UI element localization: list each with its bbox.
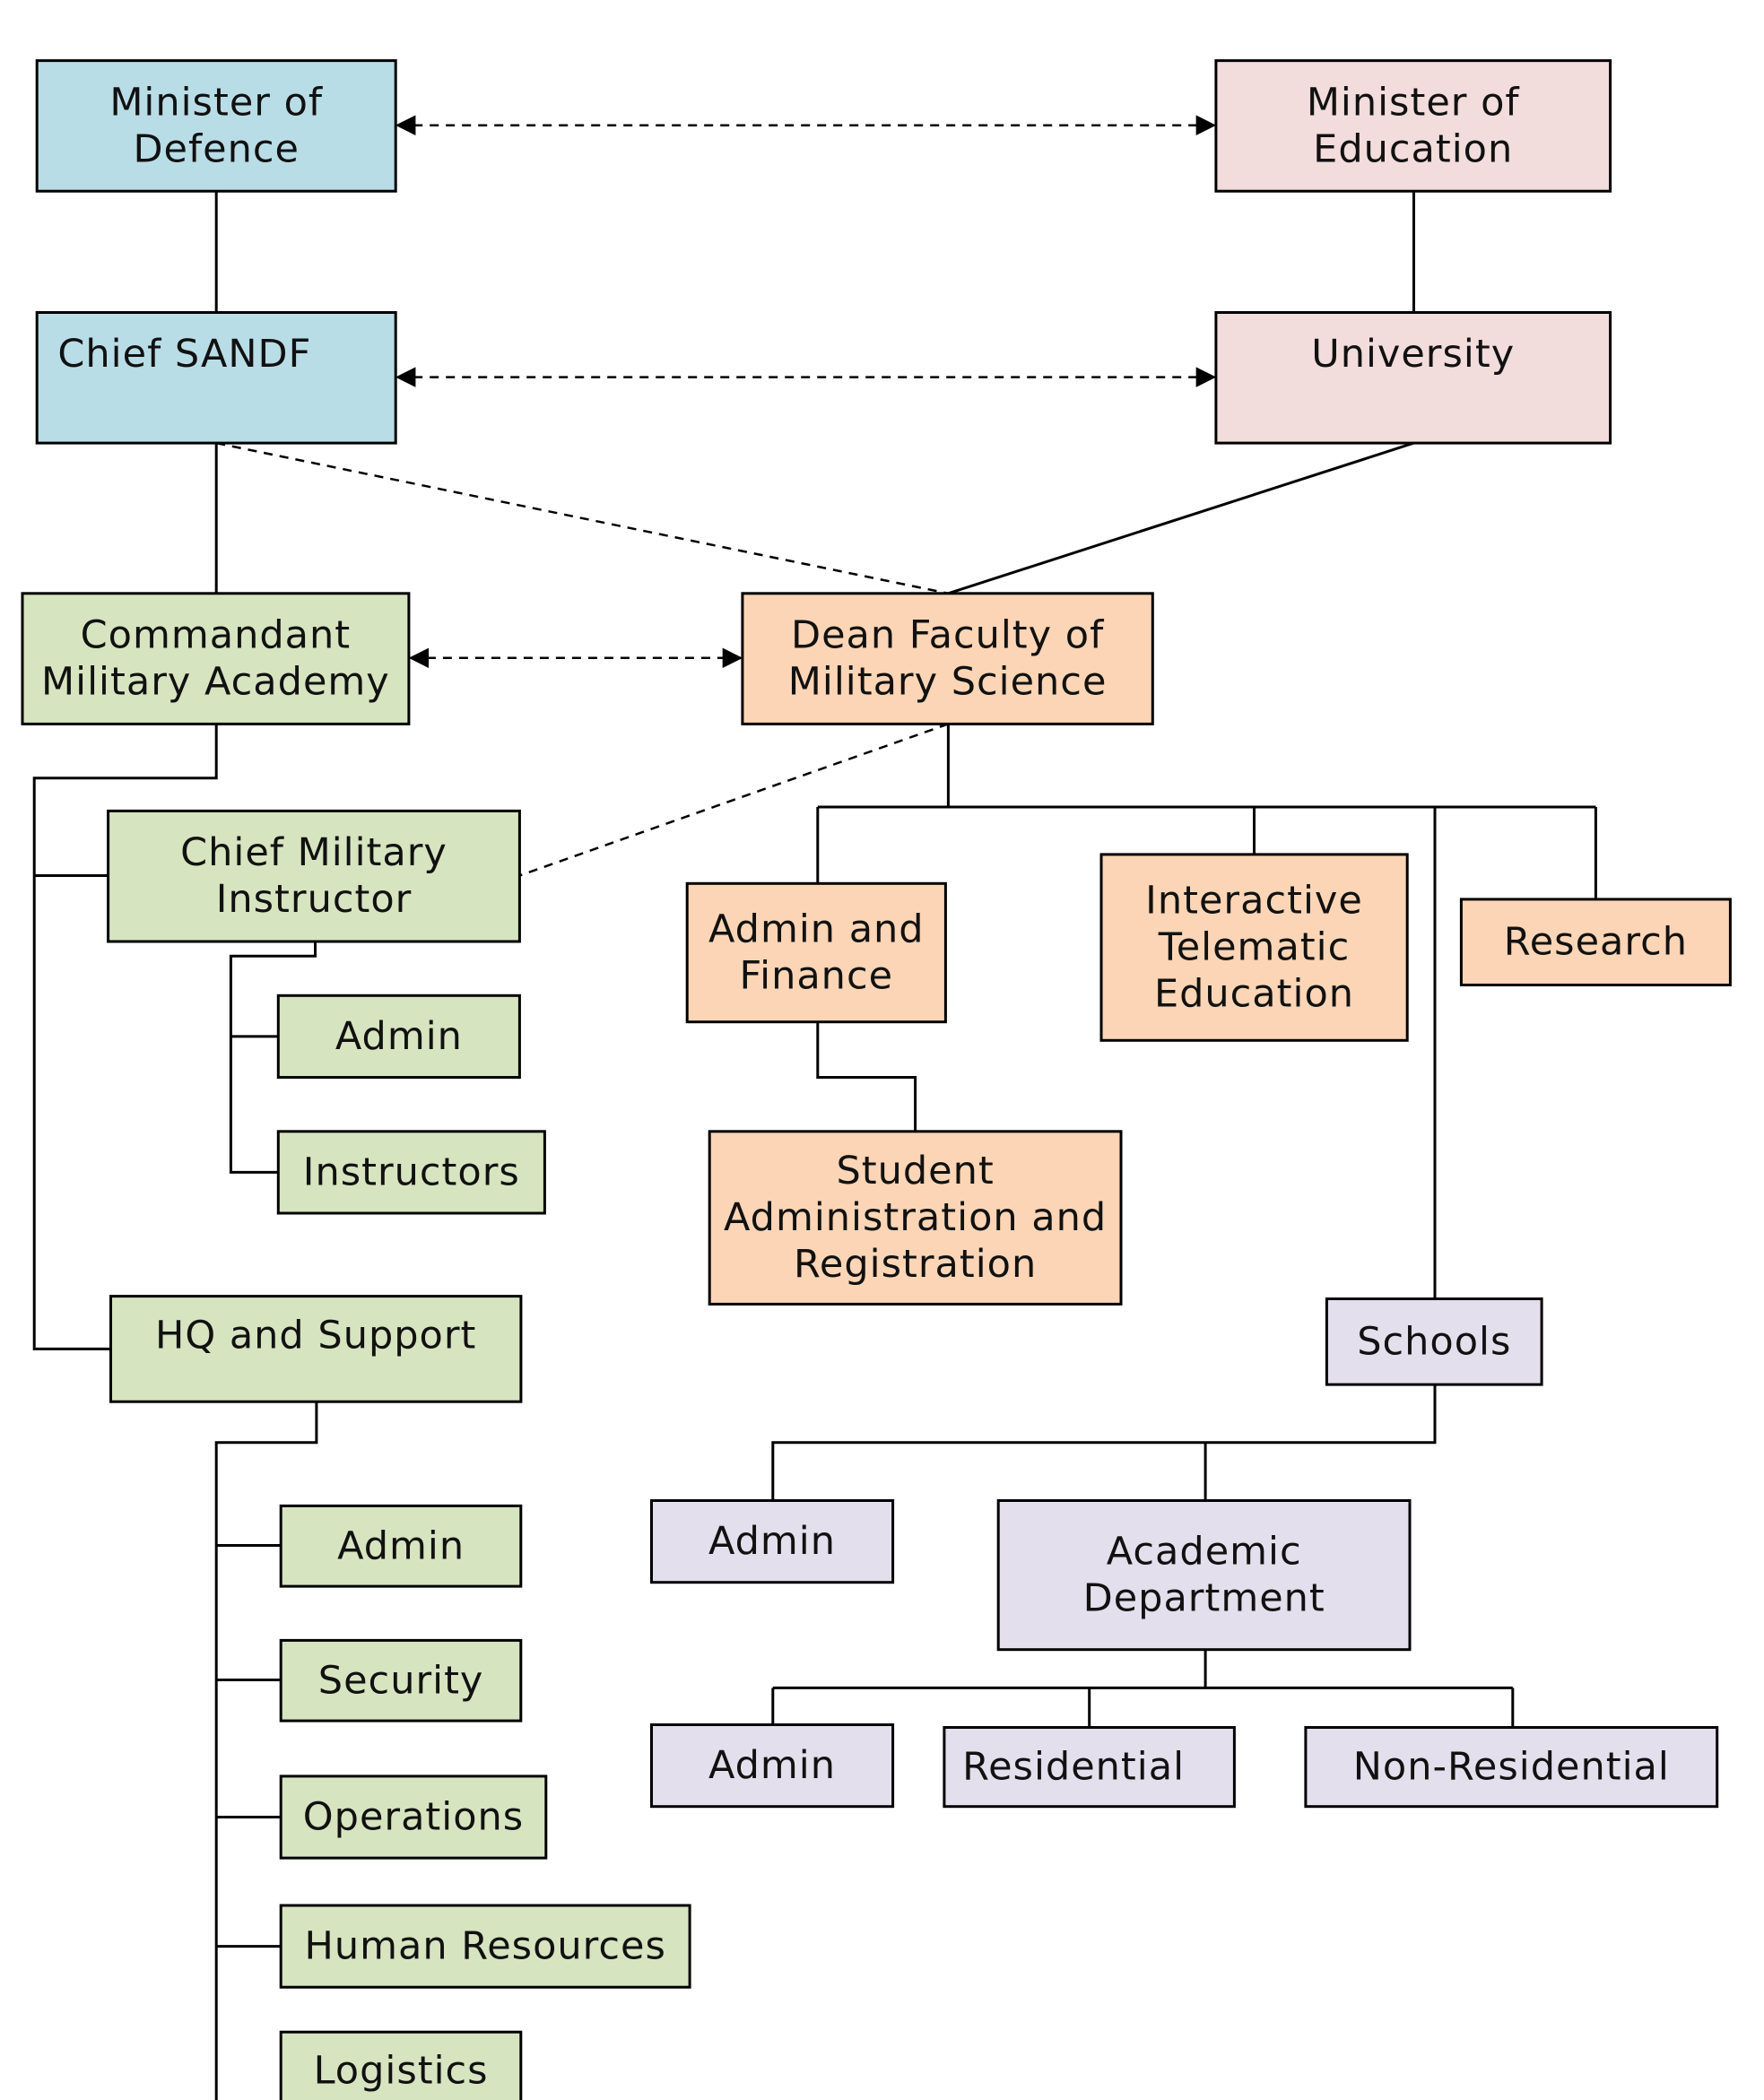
node-box [35,311,397,445]
node-box [1214,59,1612,193]
node-box [650,1723,895,1809]
node-box [1325,1297,1543,1386]
node-non-residential: Non-Residential [1304,1726,1719,1809]
node-label: Logistics [314,2049,489,2094]
node-box [650,1499,895,1584]
node-box [279,1904,691,1989]
node-schools-admin: Admin [650,1499,895,1584]
connectors [32,115,1597,2100]
node-security: Security [279,1638,523,1723]
node-residential: Residential [943,1726,1236,1809]
node-label: Security [318,1658,484,1703]
node-box [35,59,397,193]
node-label: Research [1504,920,1688,965]
node-box [279,1504,523,1588]
connector-line [816,1021,917,1132]
connector-line [771,1384,1437,1501]
node-box [741,592,1154,725]
node-box [1214,311,1612,445]
node-label: Admin [337,1523,465,1568]
node-chief-sandf: Chief SANDF [35,311,397,445]
node-hq-support: HQ and Support [109,1295,523,1403]
node-schools: Schools [1325,1297,1543,1386]
node-box [943,1726,1236,1809]
node-box [279,1775,548,1860]
node-academic-admin: Admin [650,1723,895,1809]
node-human-resources: Human Resources [279,1904,691,1989]
node-box [708,1130,1123,1306]
node-label: Admin [708,1743,836,1788]
node-box [276,994,521,1080]
node-research: Research [1459,898,1732,987]
node-cmi-admin: Admin [276,994,521,1080]
connector-line [214,1401,318,2100]
node-box [1459,898,1732,987]
node-box [109,1295,523,1403]
node-logistics: Logistics [279,2030,523,2100]
node-hq-admin: Admin [279,1504,523,1588]
node-instructors: Instructors [276,1130,546,1215]
node-university: University [1214,311,1612,445]
node-label: Schools [1357,1319,1511,1364]
node-box [107,809,521,943]
node-label: HQ and Support [155,1314,476,1358]
node-label: Instructors [303,1150,520,1194]
node-box [279,1638,523,1723]
dashed-connector [518,723,949,877]
node-box [1099,853,1409,1042]
node-box [276,1130,546,1215]
node-label: Human Resources [305,1924,666,1969]
node-box [685,881,947,1024]
connector-line [229,942,317,1174]
connector-line [947,441,1414,595]
dashed-connector [215,441,949,595]
node-operations: Operations [279,1775,548,1860]
node-box [21,592,411,725]
connector-line [32,724,218,1350]
node-box [1304,1726,1719,1809]
node-label: Non-Residential [1353,1745,1670,1790]
node-label: Admin [708,1519,836,1564]
node-label: Chief SANDF [57,332,311,377]
node-label: University [1311,332,1515,377]
node-label: Residential [962,1745,1185,1790]
node-label: Operations [303,1795,524,1840]
node-box [996,1499,1412,1652]
node-label: Admin [335,1014,463,1059]
node-box [279,2030,523,2100]
